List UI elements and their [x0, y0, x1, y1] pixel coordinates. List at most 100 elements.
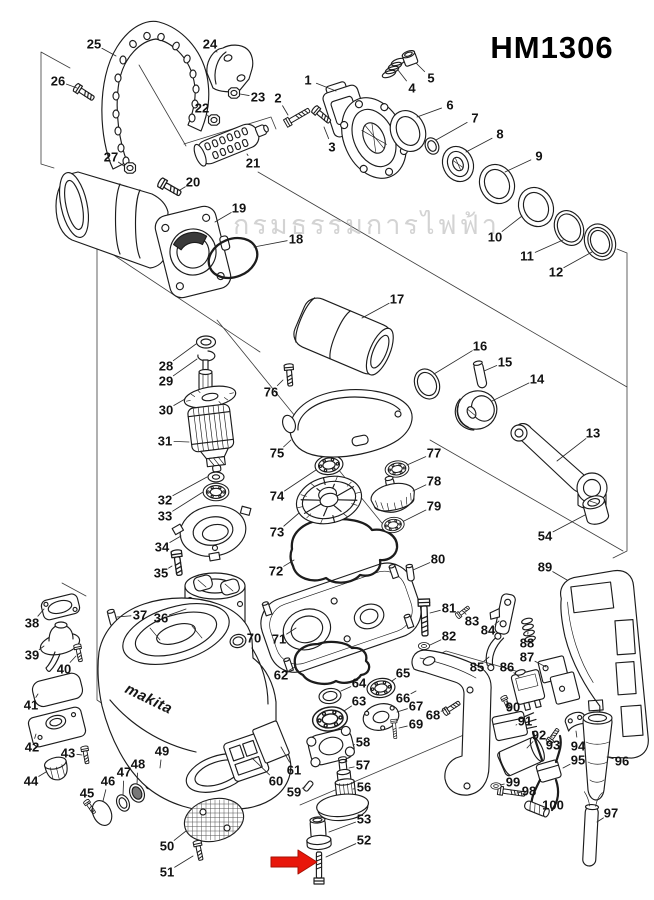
part-screw-76 — [283, 362, 296, 387]
part-label-75: 75 — [270, 446, 284, 461]
part-cap-44 — [43, 756, 68, 781]
part-switch-86 — [510, 669, 546, 711]
leader-line-84 — [494, 620, 500, 625]
part-screw-40 — [72, 642, 85, 663]
part-label-28: 28 — [159, 359, 173, 374]
leader-line-13 — [556, 438, 587, 462]
leader-line-39 — [38, 645, 45, 651]
part-label-76: 76 — [264, 385, 278, 400]
part-bearing-65 — [365, 676, 397, 700]
part-label-15: 15 — [498, 355, 512, 370]
part-rear-handle-89 — [560, 569, 649, 759]
part-pin-15 — [472, 360, 488, 389]
leader-line-49 — [159, 759, 162, 769]
highlight-arrow — [270, 849, 318, 875]
part-label-12: 12 — [549, 265, 563, 280]
leader-line-7 — [435, 121, 468, 141]
leader-line-97 — [596, 817, 604, 823]
leader-line-21 — [246, 153, 249, 156]
leader-line-27 — [117, 161, 125, 167]
part-ring-28 — [195, 335, 217, 349]
part-label-17: 17 — [390, 292, 404, 307]
part-label-10: 10 — [488, 230, 502, 245]
part-label-88: 88 — [520, 636, 534, 651]
part-label-32: 32 — [158, 493, 172, 508]
part-ring-12 — [583, 223, 617, 261]
part-cord-guard-96 — [582, 711, 613, 801]
part-screw-68 — [441, 698, 462, 717]
leader-line-75 — [283, 439, 292, 448]
part-bearing-33 — [202, 482, 230, 502]
leader-line-81 — [429, 609, 441, 614]
part-label-3: 3 — [328, 140, 335, 155]
part-label-11: 11 — [520, 249, 534, 264]
part-ring-16 — [413, 368, 441, 400]
leader-line-98 — [516, 792, 521, 794]
part-cylinder-17 — [293, 297, 394, 376]
leader-line-85 — [483, 656, 490, 662]
part-circlip-29 — [197, 350, 216, 362]
part-cap-70 — [229, 633, 247, 649]
part-label-89: 89 — [538, 560, 552, 575]
part-label-35: 35 — [154, 566, 168, 581]
leader-line-54 — [552, 514, 586, 533]
leader-line-34 — [169, 535, 182, 543]
part-washer-99 — [490, 782, 502, 790]
leader-lines-layer — [34, 47, 614, 868]
leader-line-73 — [283, 512, 300, 527]
leader-line-72 — [283, 559, 295, 567]
part-label-40: 40 — [57, 662, 71, 677]
part-washer-32 — [207, 471, 225, 483]
part-gear-73 — [295, 475, 363, 525]
part-label-18: 18 — [289, 232, 303, 247]
part-screw-51 — [192, 839, 206, 862]
part-bolt-52 — [313, 851, 325, 885]
part-label-14: 14 — [530, 372, 545, 387]
leader-line-15 — [483, 365, 498, 372]
part-label-62: 62 — [274, 668, 288, 683]
part-label-30: 30 — [159, 403, 173, 418]
part-label-70: 70 — [247, 631, 261, 646]
part-label-33: 33 — [158, 509, 172, 524]
part-label-16: 16 — [473, 339, 487, 354]
part-label-92: 92 — [532, 728, 546, 743]
leader-line-92 — [526, 741, 534, 749]
leader-line-66 — [410, 690, 417, 695]
leader-line-14 — [491, 382, 530, 402]
part-label-2: 2 — [274, 91, 281, 106]
leader-line-2 — [282, 105, 289, 116]
part-cord-wires-95 — [530, 730, 562, 812]
part-ring-7 — [424, 137, 440, 155]
part-label-27: 27 — [104, 150, 118, 165]
part-label-46: 46 — [101, 774, 115, 789]
leader-line-76 — [276, 379, 284, 387]
leader-line-96 — [606, 756, 614, 760]
part-label-44: 44 — [24, 774, 39, 789]
part-label-20: 20 — [186, 175, 200, 190]
leader-line-16 — [433, 350, 473, 375]
leader-line-19 — [214, 212, 232, 223]
part-label-82: 82 — [442, 629, 456, 644]
part-label-83: 83 — [465, 614, 479, 629]
part-label-54: 54 — [538, 529, 553, 544]
part-label-21: 21 — [246, 156, 260, 171]
part-handle-base-66 — [411, 649, 492, 796]
part-label-1: 1 — [304, 73, 311, 88]
part-label-80: 80 — [431, 552, 445, 567]
part-label-74: 74 — [270, 489, 285, 504]
part-label-26: 26 — [51, 74, 65, 89]
part-front-cover-19 — [55, 171, 232, 299]
part-label-91: 91 — [518, 714, 532, 729]
leader-line-63 — [343, 705, 352, 712]
part-label-41: 41 — [24, 698, 38, 713]
leader-line-41 — [35, 693, 39, 698]
part-label-66: 66 — [396, 691, 410, 706]
part-label-85: 85 — [470, 660, 484, 675]
part-label-47: 47 — [117, 765, 131, 780]
leader-line-29 — [172, 358, 198, 377]
part-gasket-62 — [293, 640, 371, 685]
leader-line-6 — [416, 107, 442, 118]
part-labels-layer: 1234567891011121314151617181920212223242… — [24, 37, 629, 880]
leader-line-33 — [172, 491, 204, 512]
